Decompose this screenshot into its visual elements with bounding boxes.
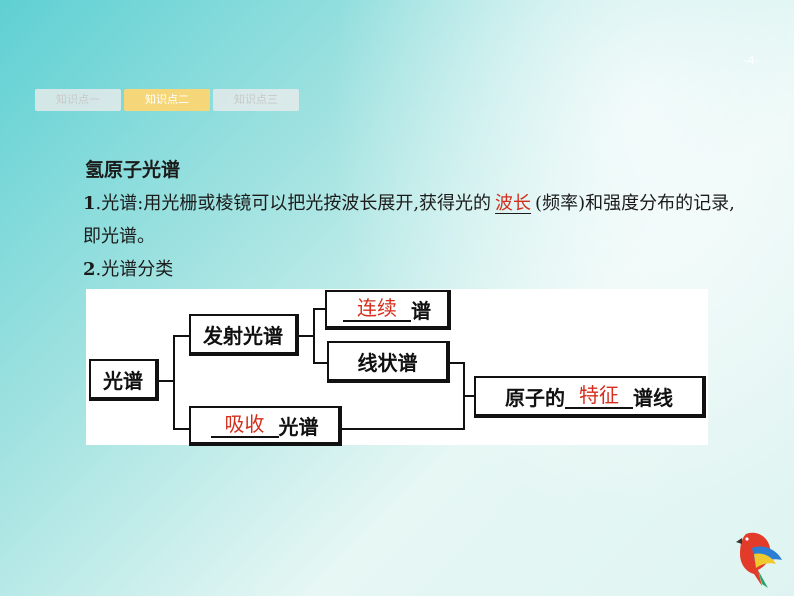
spectrum-classification-diagram: 光谱 发射光谱 连续谱 线状谱 吸收光谱 原子的特征谱线 xyxy=(86,289,708,446)
item-number: 1 xyxy=(83,193,96,214)
box-atom-characteristic-lines: 原子的特征谱线 xyxy=(474,376,706,418)
box-absorption-spectrum: 吸收光谱 xyxy=(189,406,342,446)
box-label: 线状谱 xyxy=(357,350,418,375)
box-label: 谱 xyxy=(411,298,431,323)
box-label: 光谱 xyxy=(278,414,319,439)
box-label: 原子的 xyxy=(505,385,565,410)
parrot-icon xyxy=(736,532,782,588)
tab-knowledge-2[interactable]: 知识点二 xyxy=(124,89,210,111)
box-emission-spectrum: 发射光谱 xyxy=(189,314,299,356)
answer-blank-characteristic: 特征 xyxy=(565,383,633,409)
box-line-spectrum: 线状谱 xyxy=(327,341,450,383)
connector-line xyxy=(342,428,464,430)
connector-line xyxy=(173,428,189,430)
answer-blank-absorption: 吸收 xyxy=(210,412,279,438)
connector-line xyxy=(450,362,464,364)
connector-line xyxy=(299,335,313,337)
connector-line xyxy=(313,308,315,363)
tab-knowledge-1[interactable]: 知识点一 xyxy=(35,89,121,111)
paragraph-spectrum-definition: 1.光谱:用光栅或棱镜可以把光按波长展开,获得光的波长(频率)和强度分布的记录,… xyxy=(83,187,743,253)
connector-line xyxy=(313,308,325,310)
page-number: -4- xyxy=(744,54,759,67)
box-label: 谱线 xyxy=(633,385,673,410)
definition-text-after: (频率)和强度分布的记录,即光谱。 xyxy=(83,193,735,247)
section-heading: 氢原子光谱 xyxy=(85,159,181,181)
box-continuous-spectrum: 连续谱 xyxy=(325,290,451,330)
connector-line xyxy=(173,335,189,337)
connector-line xyxy=(173,335,175,429)
connector-line xyxy=(313,362,327,364)
box-label: 发射光谱 xyxy=(203,323,283,348)
tab-knowledge-3[interactable]: 知识点三 xyxy=(213,89,299,111)
paragraph-classification: 2.光谱分类 xyxy=(83,255,173,281)
answer-blank-wavelength: 波长 xyxy=(495,193,532,214)
box-label: 光谱 xyxy=(103,368,143,393)
item-number: 2 xyxy=(83,259,96,280)
connector-line xyxy=(463,395,474,397)
box-spectrum: 光谱 xyxy=(89,359,159,401)
answer-blank-continuous: 连续 xyxy=(343,296,411,322)
definition-text-before: .光谱:用光栅或棱镜可以把光按波长展开,获得光的 xyxy=(95,193,492,214)
connector-line xyxy=(159,380,173,382)
classification-text: .光谱分类 xyxy=(95,259,174,280)
knowledge-tabs: 知识点一 知识点二 知识点三 xyxy=(35,89,299,111)
